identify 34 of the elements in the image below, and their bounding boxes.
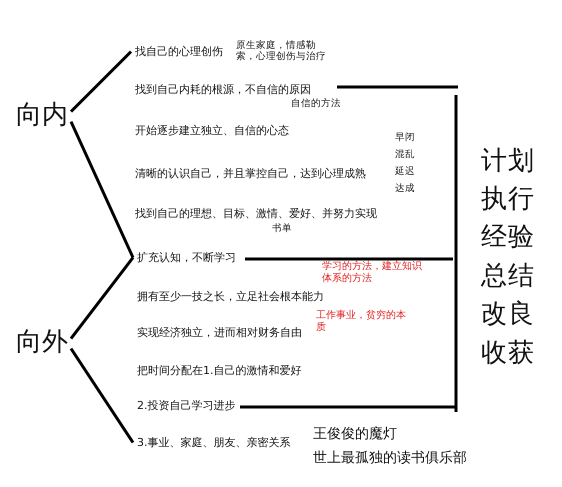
stage-text: 经验: [481, 222, 535, 254]
note-text: 工作事业，贫穷的本质: [316, 310, 406, 334]
stage-text: 执行: [481, 184, 535, 216]
item-text: 混乱: [395, 149, 415, 160]
item-text: 把时间分配在1.自己的激情和爱好: [137, 364, 302, 378]
item-text: 找到自己内耗的根源，不自信的原因: [135, 83, 311, 96]
item-text: 找到自己的理想、目标、激情、爱好、并努力实现: [135, 207, 377, 220]
heading: 向外: [16, 327, 68, 358]
note-text: 原生家庭，情感勒索，心理创伤与治疗: [236, 40, 327, 63]
item-text: 世上最孤独的读书俱乐部: [313, 450, 467, 467]
item-text: 2.投资自己学习进步: [137, 399, 236, 412]
item-text: 自信的方法: [291, 98, 341, 110]
topic-text: 3.事业、家庭、朋友、亲密关系: [137, 436, 290, 450]
item-text: 达成: [395, 183, 415, 194]
item-text: 清晰的认识自己，并且掌控自己，达到心理成熟: [135, 167, 366, 180]
item-text: 拥有至少一技之长，立足社会根本能力: [137, 290, 324, 304]
item-text: 早闭: [395, 132, 415, 144]
topic-text: 找自己的心理创伤: [135, 45, 223, 58]
item-text: 开始逐步建立独立、自信的心态: [135, 124, 289, 138]
stage-text: 总结: [481, 261, 535, 292]
bracket-line: [70, 50, 132, 113]
stage-text: 改良: [481, 299, 535, 330]
heading: 向内: [16, 100, 68, 132]
topic-text: 扩充认知，不断学习: [137, 251, 236, 264]
item-text: 延迟: [395, 166, 415, 178]
stage-text: 收获: [481, 338, 535, 370]
item-text: 实现经济独立，进而相对财务自由: [137, 326, 302, 340]
bracket-line: [70, 256, 134, 340]
bracket-line: [70, 120, 134, 258]
item-text: 王俊俊的魔灯: [313, 426, 397, 443]
stage-text: 计划: [481, 146, 535, 178]
item-text: 书单: [272, 223, 292, 234]
note-text: 学习的方法，建立知识体系的方法: [322, 261, 422, 285]
bracket-line: [70, 348, 134, 444]
